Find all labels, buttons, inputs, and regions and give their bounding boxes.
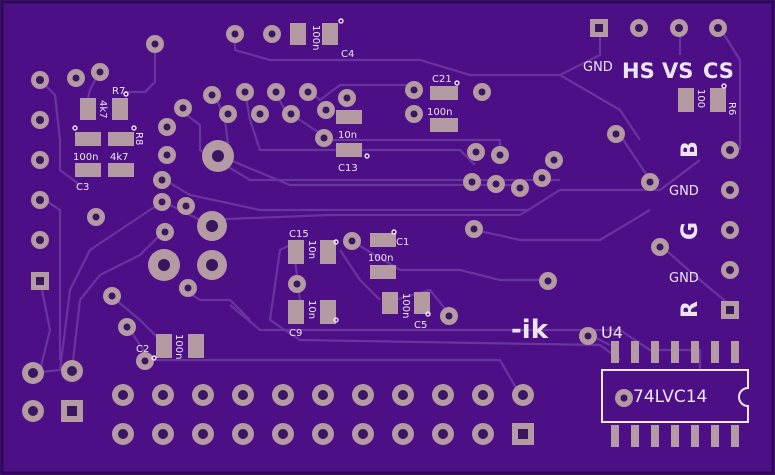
silk-outlines (72, 18, 727, 361)
r7-value: 4k7 (97, 100, 108, 119)
smd-parts (75, 23, 726, 358)
c13-value: 10n (338, 130, 357, 141)
b-label: B (678, 141, 703, 158)
c2-value: 100n (173, 334, 184, 359)
c9-label: C9 (289, 328, 302, 339)
c1-value: 100n (368, 253, 393, 264)
g-label: G (678, 222, 703, 240)
c15-value: 10n (306, 240, 317, 259)
r8-label: R8 (133, 132, 144, 145)
c13-label: C13 (338, 163, 358, 174)
c1-label: C1 (396, 237, 409, 248)
hs-label: HS (622, 59, 655, 83)
r7-label: R7 (112, 86, 125, 97)
c3-label: C3 (76, 182, 89, 193)
c2-label: C2 (136, 344, 149, 355)
ic-u4 (601, 341, 749, 447)
c5-label: C5 (414, 320, 427, 331)
c15-label: C15 (289, 229, 309, 240)
c21-value: 100n (427, 107, 452, 118)
traces (31, 27, 742, 396)
r8-value: 4k7 (110, 152, 129, 163)
c4-label: C4 (341, 49, 354, 60)
c3-value: 100n (73, 152, 98, 163)
r-label: R (678, 301, 703, 318)
gnd-top-label: GND (583, 60, 613, 75)
gnd-1-label: GND (669, 184, 699, 199)
gnd-2-label: GND (669, 271, 699, 286)
bottom-header (112, 384, 534, 445)
left-header (31, 71, 49, 290)
sync-header (590, 19, 727, 37)
c21-label: C21 (432, 74, 452, 85)
c5-value: 100n (400, 293, 411, 318)
cs-label: CS (703, 59, 734, 83)
logo: -ik (511, 315, 549, 345)
power-header (22, 360, 83, 422)
c4-value: 100n (310, 25, 321, 50)
ic-part-number: 74LVC14 (633, 387, 707, 407)
vias (67, 25, 669, 407)
r6-value: 100 (695, 89, 706, 108)
silk-labels: 100n C4 C21 100n R7 4k7 R8 4k7 100n C3 1… (73, 25, 737, 407)
u4-label: U4 (601, 323, 623, 342)
r6-label: R6 (726, 102, 737, 115)
vga-connector-pads (148, 140, 234, 281)
rgb-header (721, 141, 739, 319)
c9-value: 10n (306, 300, 317, 319)
vs-label: VS (662, 59, 693, 83)
